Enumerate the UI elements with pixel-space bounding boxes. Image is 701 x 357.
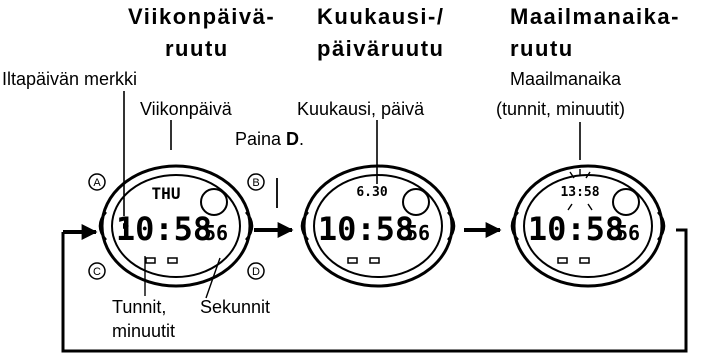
lcd-segment-left	[347, 257, 358, 264]
blink-ray-right	[585, 171, 591, 179]
watch-bezel-outer	[512, 164, 664, 288]
watch-bezel-inner	[313, 174, 443, 278]
blink-ray-lower-left	[567, 203, 573, 211]
lcd-segment-right	[369, 257, 380, 264]
button-a[interactable]: A	[88, 173, 106, 191]
weekday-readout: THU	[152, 184, 181, 203]
watch-bezel-outer	[302, 164, 454, 288]
button-b[interactable]: B	[247, 173, 265, 191]
button-d-label: D	[252, 266, 260, 278]
mode-indicator-dial	[200, 188, 228, 216]
watch-world-time-display: 13:58 10:58 56	[510, 164, 666, 288]
lcd-segment-right	[579, 257, 590, 264]
time-readout: 10:58	[116, 210, 212, 248]
blink-ray-left	[569, 171, 575, 179]
press-suffix: .	[299, 129, 305, 149]
weekday-display-header-line1: Viikonpäivä-	[128, 4, 276, 29]
press-prefix: Paina	[235, 129, 287, 149]
button-d-circle	[247, 262, 265, 280]
button-c-circle	[88, 262, 106, 280]
bezel-notch-left	[300, 211, 309, 241]
world-time-label-line1: Maailmanaika	[510, 69, 622, 89]
seconds-readout: 56	[616, 221, 640, 245]
lcd-segment-left	[557, 257, 568, 264]
press-key: D	[286, 129, 300, 149]
month-day-readout: 6.30	[356, 185, 387, 200]
mode-indicator-dial	[402, 188, 430, 216]
watch-month-day-display: 6.30 10:58 56	[300, 164, 456, 288]
press-d-instruction: Paina D.	[235, 130, 304, 148]
seconds-label: Sekunnit	[200, 297, 271, 317]
button-a-circle	[88, 173, 106, 191]
weekday-display-header-line2: ruutu	[165, 36, 229, 61]
world-time-label-line2: (tunnit, minuutit)	[496, 99, 626, 119]
watch-bezel-outer	[100, 164, 252, 288]
button-b-circle	[247, 173, 265, 191]
world-time-display-header-line1: Maailmanaika-	[510, 4, 680, 29]
bezel-notch-right	[245, 211, 254, 241]
watch-weekday-display: THU 10:58 56	[98, 164, 254, 288]
blink-ray-lower-right	[587, 203, 593, 211]
world-time-readout: 13:58	[560, 185, 599, 200]
weekday-label: Viikonpäivä	[140, 99, 232, 119]
button-d[interactable]: D	[247, 262, 265, 280]
button-b-label: B	[252, 177, 259, 189]
month-day-display-header-line2: päiväruutu	[317, 36, 445, 61]
seconds-readout: 56	[406, 221, 430, 245]
month-day-display-header-line1: Kuukausi-/	[317, 4, 445, 29]
bezel-notch-right	[447, 211, 456, 241]
lcd-segment-right	[167, 257, 178, 264]
button-c[interactable]: C	[88, 262, 106, 280]
lcd-segment-left	[145, 257, 156, 264]
world-time-display-header-line2: ruutu	[510, 36, 574, 61]
pm-indicator-label: Iltapäivän merkki	[2, 69, 138, 89]
pm-indicator-mark	[123, 223, 129, 229]
time-readout: 10:58	[318, 210, 414, 248]
watch-bezel-inner	[111, 174, 241, 278]
hours-minutes-label-line2: minuutit	[112, 321, 176, 341]
button-c-label: C	[93, 266, 101, 278]
hours-minutes-label-line1: Tunnit,	[112, 297, 167, 317]
time-readout: 10:58	[528, 210, 624, 248]
bezel-notch-left	[510, 211, 519, 241]
return-loop-line	[61, 228, 688, 353]
button-a-label: A	[93, 177, 101, 189]
blink-indicator-icon	[567, 169, 593, 211]
bezel-notch-right	[657, 211, 666, 241]
bezel-notch-left	[98, 211, 107, 241]
month-day-label: Kuukausi, päivä	[297, 99, 425, 119]
seconds-readout: 56	[204, 221, 228, 245]
mode-indicator-dial	[612, 188, 640, 216]
